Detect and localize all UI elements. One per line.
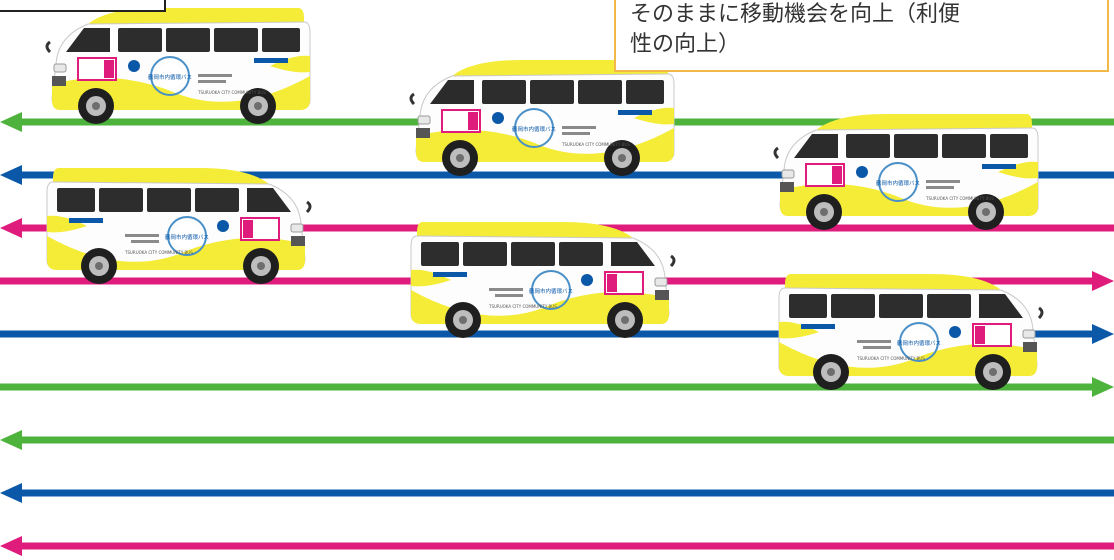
callout-line-2: 性の向上） (630, 32, 741, 57)
bus-brand-text: TSURUOKA CITY COMMUNITY BUS (561, 142, 630, 147)
corner-label-box (0, 0, 166, 12)
minibus: 鶴岡市内循環バス TSURUOKA CITY COMMUNITY BUS (410, 222, 676, 338)
route-arrow-green-right (0, 377, 1114, 397)
bus-brand-text: TSURUOKA CITY COMMUNITY BUS (124, 250, 193, 255)
bus-brand-text: TSURUOKA CITY COMMUNITY BUS (197, 90, 266, 95)
bus-emblem-text: 鶴岡市内循環バス (876, 179, 920, 187)
minibus: 鶴岡市内循環バス TSURUOKA CITY COMMUNITY BUS (409, 60, 675, 176)
route-arrow-magenta-left (0, 536, 1114, 556)
route-arrow-green-left (0, 430, 1114, 450)
bus-emblem-text: 鶴岡市内循環バス (148, 73, 192, 81)
bus-emblem-text: 鶴岡市内循環バス (165, 233, 209, 241)
route-arrow-blue-left (0, 483, 1114, 503)
minibus: 鶴岡市内循環バス TSURUOKA CITY COMMUNITY BUS (778, 274, 1044, 390)
bus-brand-text: TSURUOKA CITY COMMUNITY BUS (856, 356, 925, 361)
bus-emblem-text: 鶴岡市内循環バス (897, 339, 941, 347)
callout-box: そのままに移動機会を向上（利便 性の向上） (614, 0, 1109, 72)
bus-brand-text: TSURUOKA CITY COMMUNITY BUS (488, 304, 557, 309)
minibus: 鶴岡市内循環バス TSURUOKA CITY COMMUNITY BUS (773, 114, 1039, 230)
minibus: 鶴岡市内循環バス TSURUOKA CITY COMMUNITY BUS (45, 8, 311, 124)
bus-brand-text: TSURUOKA CITY COMMUNITY BUS (925, 196, 994, 201)
bus-emblem-text: 鶴岡市内循環バス (529, 287, 573, 295)
callout-line-1: そのままに移動機会を向上（利便 (630, 2, 961, 27)
minibus: 鶴岡市内循環バス TSURUOKA CITY COMMUNITY BUS (46, 168, 312, 284)
bus-emblem-text: 鶴岡市内循環バス (512, 125, 556, 133)
